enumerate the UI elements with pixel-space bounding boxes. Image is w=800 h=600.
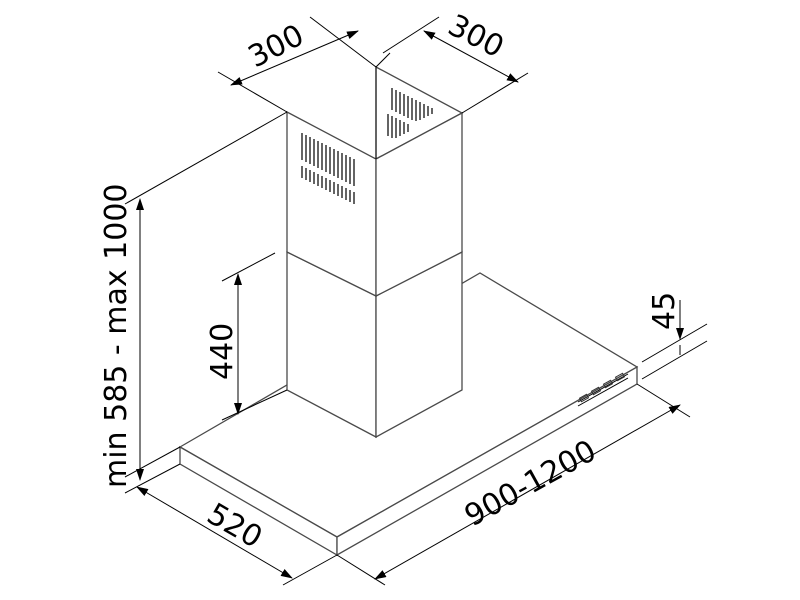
dimension-label-440: 440 — [205, 323, 240, 380]
control-button-icon — [602, 379, 614, 389]
dimension-hood-thickness: 45 — [641, 292, 708, 380]
dimension-label-300-right: 300 — [442, 8, 509, 65]
control-panel — [577, 372, 629, 407]
control-button-icon — [590, 386, 602, 396]
dimension-label-height-range: min 585 - max 1000 — [99, 183, 134, 488]
dimension-label-300-left: 300 — [243, 18, 310, 75]
dimension-total-height: min 585 - max 1000 — [99, 111, 288, 488]
upper-chimney-side — [375, 111, 463, 298]
dimension-upper-chimney-height: 440 — [205, 252, 288, 421]
chimney — [286, 65, 464, 439]
control-button-icon — [614, 372, 626, 382]
dimension-label-45: 45 — [647, 292, 682, 330]
vent-grille-back — [387, 88, 433, 138]
dimension-chimney-width-left: 300 — [217, 16, 377, 113]
control-button-icon — [578, 393, 590, 403]
vent-grille-front — [301, 133, 355, 204]
